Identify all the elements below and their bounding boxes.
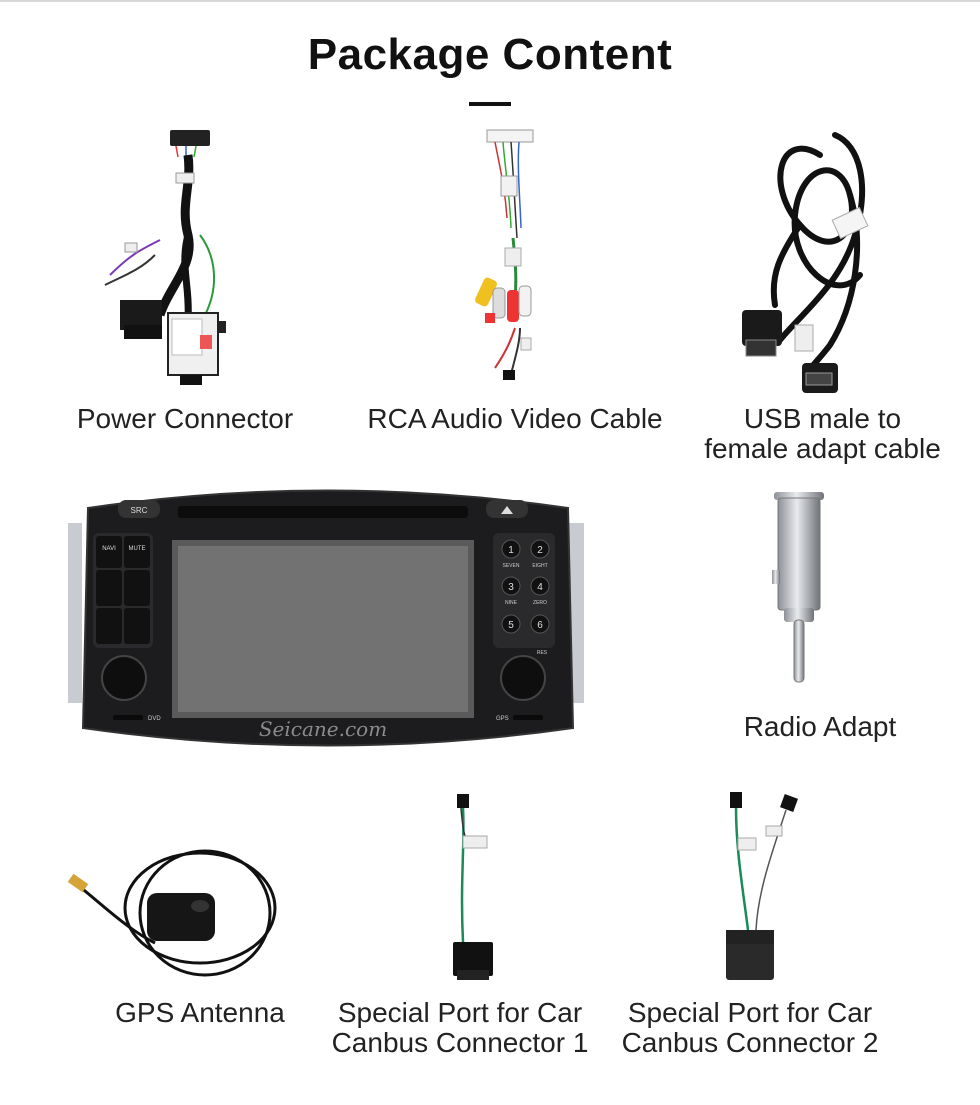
rca-cable-label: RCA Audio Video Cable <box>367 403 663 434</box>
usb-cable-label: USB male to female adapt cable <box>680 404 965 464</box>
eight-label: EIGHT <box>532 563 547 569</box>
canbus-connector-1-line2: Canbus Connector 1 <box>331 1027 589 1058</box>
canbus-connector-1-label: Special Port for Car Canbus Connector 1 <box>320 998 600 1058</box>
power-connector-image <box>100 125 240 395</box>
num1-label: 1 <box>508 545 514 556</box>
num2-label: 2 <box>537 545 543 556</box>
radio-adapt-label: Radio Adapt <box>743 711 897 742</box>
gps-antenna-image <box>65 838 285 988</box>
usb-cable-image <box>740 125 880 395</box>
power-connector-label: Power Connector <box>76 403 294 434</box>
radio-adapt-image <box>768 490 833 690</box>
dvd-slot-label: DVD <box>148 716 161 722</box>
canbus-connector-2-line2: Canbus Connector 2 <box>621 1027 879 1058</box>
mute-button-label: MUTE <box>129 546 146 552</box>
head-unit-image: SRC NAVI MUTE Seicane.com 1 2 SEVEN EIGH… <box>68 478 588 753</box>
canbus-connector-2-line1: Special Port for Car <box>627 997 873 1028</box>
gps-slot-label: GPS <box>496 716 509 722</box>
gps-antenna-label: GPS Antenna <box>115 997 285 1028</box>
seven-label: SEVEN <box>503 563 520 569</box>
top-divider <box>0 0 980 2</box>
canbus-connector-1-line1: Special Port for Car <box>337 997 583 1028</box>
res-label: RES <box>537 650 548 656</box>
usb-cable-label-line2: female adapt cable <box>704 433 941 464</box>
zero-label: ZERO <box>533 600 547 606</box>
navi-button-label: NAVI <box>102 546 116 552</box>
title-underline <box>469 102 511 106</box>
num5-label: 5 <box>508 620 514 631</box>
num3-label: 3 <box>508 582 514 593</box>
mute-button <box>124 536 150 568</box>
canbus-connector-2-label: Special Port for Car Canbus Connector 2 <box>605 998 895 1058</box>
num4-label: 4 <box>537 582 543 593</box>
page-title: Package Content <box>307 30 673 79</box>
src-button-label: SRC <box>131 506 148 515</box>
usb-cable-label-line1: USB male to <box>743 403 902 434</box>
seicane-watermark: Seicane.com <box>259 717 387 741</box>
navi-button <box>96 536 122 568</box>
rca-cable-image <box>465 128 555 388</box>
nine-label: NINE <box>505 600 518 606</box>
canbus-connector-2-image <box>718 790 818 985</box>
num6-label: 6 <box>537 620 543 631</box>
canbus-connector-1-image <box>445 792 515 987</box>
